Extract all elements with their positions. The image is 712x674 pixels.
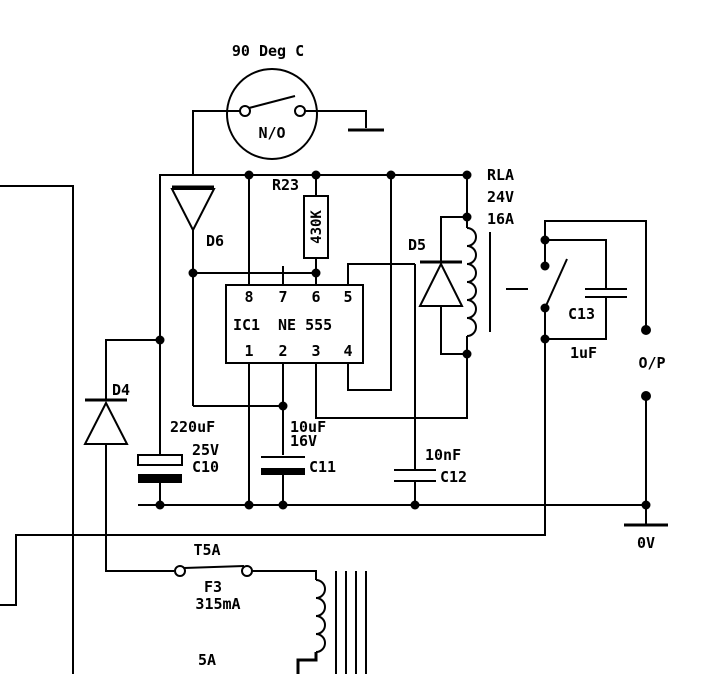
c10-value: 220uF: [170, 418, 215, 436]
transformer: 5A: [198, 571, 367, 674]
relay-current: 16A: [487, 210, 514, 228]
c11-voltage: 16V: [290, 432, 317, 450]
capacitor-c13: C13 1uF: [568, 288, 627, 362]
ground-label: 0V: [637, 534, 655, 552]
c13-value: 1uF: [570, 344, 597, 362]
c12-value: 10nF: [425, 446, 461, 464]
c10-ref: C10: [192, 458, 219, 476]
d5-ref: D5: [408, 236, 426, 254]
fuse-rating-above: T5A: [193, 541, 220, 559]
r23-value: 430K: [309, 210, 325, 244]
ic1-ne555: 8 7 6 5 IC1 NE 555 1 2 3 4: [225, 284, 364, 364]
diode-d4: D4: [83, 339, 174, 572]
ic1-pin-1: 1: [244, 342, 253, 360]
ic1-pin-5: 5: [343, 288, 352, 306]
resistor-r23: R23 430K: [272, 175, 329, 285]
fuse-ref: F3: [204, 578, 222, 596]
ic1-pin-6: 6: [311, 288, 320, 306]
thermostat-switch: 90 Deg C N/O: [192, 42, 384, 176]
output-label: O/P: [638, 354, 665, 372]
capacitor-c12: 10nF C12: [394, 264, 467, 505]
left-feed-wires: [0, 185, 546, 674]
relay-coil: RLA 24V 16A: [462, 166, 514, 359]
ic1-pin-3: 3: [311, 342, 320, 360]
ic1-pin-4: 4: [343, 342, 352, 360]
ground-rail: 0V: [138, 396, 668, 552]
diode-d6: D6: [170, 185, 224, 392]
d4-ref: D4: [112, 381, 130, 399]
c10-voltage: 25V: [192, 441, 219, 459]
relay-ref: RLA: [487, 166, 514, 184]
ic1-pin-2: 2: [278, 342, 287, 360]
c11-ref: C11: [309, 458, 336, 476]
transformer-label: 5A: [198, 651, 216, 669]
output-terminals: O/P: [638, 325, 666, 401]
ic1-pin-8: 8: [244, 288, 253, 306]
d6-ref: D6: [206, 232, 224, 250]
ic1-ref: IC1: [233, 316, 260, 334]
thermostat-temp-label: 90 Deg C: [232, 42, 304, 60]
c12-ref: C12: [440, 468, 467, 486]
c13-ref: C13: [568, 305, 595, 323]
diode-d5: D5: [408, 216, 467, 355]
ic1-pin-7: 7: [278, 288, 287, 306]
thermostat-type-label: N/O: [258, 124, 285, 142]
capacitor-c11: 10uF 16V C11: [261, 418, 336, 505]
fuse-f3: T5A F3 315mA: [174, 541, 317, 613]
ic1-part: NE 555: [278, 316, 332, 334]
fuse-rating-below: 315mA: [195, 595, 240, 613]
relay-contacts: [506, 220, 647, 344]
r23-ref: R23: [272, 176, 299, 194]
capacitor-c10: 220uF 25V C10: [137, 340, 219, 505]
relay-voltage: 24V: [487, 188, 514, 206]
c11-value: 10uF: [290, 418, 326, 436]
